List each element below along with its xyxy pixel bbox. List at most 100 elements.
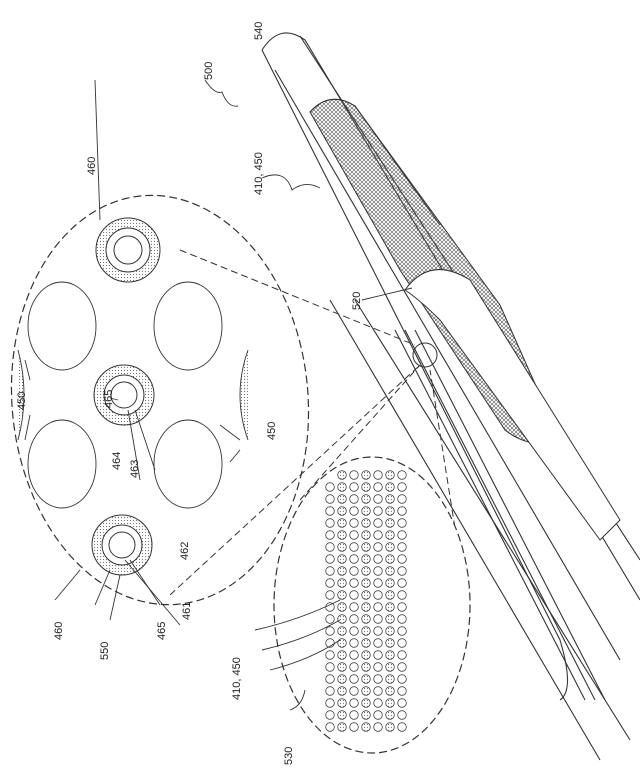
fiber-dot bbox=[350, 615, 359, 624]
cross-section bbox=[0, 183, 325, 617]
fiber-dot bbox=[398, 639, 407, 648]
fiber-dot bbox=[338, 639, 347, 648]
fiber-dot bbox=[338, 471, 347, 480]
label-450-left: 450 bbox=[16, 392, 28, 410]
fiber-dot bbox=[386, 699, 395, 708]
fiber-dot bbox=[374, 531, 383, 540]
fiber-dot bbox=[398, 723, 407, 732]
fiber-dot bbox=[326, 567, 335, 576]
fiber-dot bbox=[398, 555, 407, 564]
label-410-450-bottom: 410, 450 bbox=[231, 657, 243, 700]
fiber-dot bbox=[326, 711, 335, 720]
label-461: 461 bbox=[181, 602, 193, 620]
fiber-dot bbox=[338, 495, 347, 504]
fiber-dot bbox=[326, 555, 335, 564]
fiber-dot bbox=[326, 615, 335, 624]
fiber-dot bbox=[362, 495, 371, 504]
fiber-dot bbox=[326, 699, 335, 708]
fiber-dot bbox=[398, 471, 407, 480]
fiber-dot bbox=[326, 687, 335, 696]
fiber-dot bbox=[362, 651, 371, 660]
fiber-dot bbox=[386, 531, 395, 540]
fiber-dot bbox=[326, 591, 335, 600]
fiber-dot bbox=[350, 543, 359, 552]
fiber-dot bbox=[374, 519, 383, 528]
fiber-dot bbox=[362, 567, 371, 576]
fiber-dot bbox=[374, 627, 383, 636]
fiber-dot bbox=[386, 615, 395, 624]
fiber-dot bbox=[374, 603, 383, 612]
fiber-dot bbox=[326, 723, 335, 732]
fiber-dot bbox=[338, 543, 347, 552]
fiber-dot bbox=[374, 567, 383, 576]
label-530: 530 bbox=[283, 747, 295, 765]
fiber-dot bbox=[350, 687, 359, 696]
fiber-dot bbox=[362, 603, 371, 612]
label-464: 464 bbox=[111, 452, 123, 470]
fiber-dot bbox=[350, 483, 359, 492]
fiber-dot bbox=[326, 603, 335, 612]
ringed-element-bottom bbox=[92, 515, 152, 575]
fiber-dot bbox=[386, 651, 395, 660]
fiber-dot bbox=[398, 711, 407, 720]
label-465-b: 465 bbox=[156, 622, 168, 640]
fiber-dot bbox=[338, 531, 347, 540]
fiber-dot bbox=[398, 483, 407, 492]
fiber-dot bbox=[362, 711, 371, 720]
fiber-dot bbox=[350, 723, 359, 732]
fiber-dot bbox=[386, 687, 395, 696]
fiber-dot bbox=[374, 687, 383, 696]
fiber-dot bbox=[362, 555, 371, 564]
fiber-dot bbox=[350, 639, 359, 648]
fiber-dot bbox=[386, 663, 395, 672]
fiber-dot bbox=[338, 615, 347, 624]
fiber-dot bbox=[374, 675, 383, 684]
fiber-dot bbox=[338, 699, 347, 708]
fiber-dot bbox=[326, 663, 335, 672]
label-410-450-top: 410, 450 bbox=[253, 152, 265, 195]
label-463: 463 bbox=[129, 460, 141, 478]
fiber-dot bbox=[386, 555, 395, 564]
fiber-dot bbox=[362, 591, 371, 600]
fiber-dot bbox=[386, 723, 395, 732]
fiber-dot bbox=[386, 579, 395, 588]
fiber-dot bbox=[326, 507, 335, 516]
fiber-dot bbox=[350, 507, 359, 516]
fiber-dot bbox=[350, 603, 359, 612]
fiber-dot bbox=[374, 507, 383, 516]
fiber-dot bbox=[338, 579, 347, 588]
fiber-dot bbox=[338, 627, 347, 636]
fiber-dot bbox=[338, 651, 347, 660]
label-450-right: 450 bbox=[266, 422, 278, 440]
fiber-dot bbox=[350, 519, 359, 528]
fiber-dot bbox=[326, 531, 335, 540]
fiber-dot bbox=[374, 555, 383, 564]
fiber-dot bbox=[350, 531, 359, 540]
fiber-dot bbox=[338, 687, 347, 696]
fiber-dot bbox=[398, 495, 407, 504]
fiber-dot bbox=[374, 495, 383, 504]
fiber-dot bbox=[350, 579, 359, 588]
fiber-dot bbox=[386, 675, 395, 684]
fiber-dot bbox=[362, 639, 371, 648]
fiber-dot bbox=[374, 591, 383, 600]
fiber-dot bbox=[398, 687, 407, 696]
fiber-dot bbox=[374, 579, 383, 588]
fiber-dot bbox=[374, 471, 383, 480]
fiber-dot bbox=[362, 675, 371, 684]
fiber-dot bbox=[362, 579, 371, 588]
fiber-dot bbox=[362, 543, 371, 552]
fiber-dot bbox=[374, 543, 383, 552]
fiber-dot bbox=[326, 495, 335, 504]
fiber-dot bbox=[362, 723, 371, 732]
label-520: 520 bbox=[351, 292, 363, 310]
fiber-dot bbox=[374, 615, 383, 624]
fiber-callout bbox=[274, 457, 470, 753]
fiber-dot bbox=[350, 663, 359, 672]
fiber-dot bbox=[398, 663, 407, 672]
label-462: 462 bbox=[179, 542, 191, 560]
fiber-dot bbox=[362, 699, 371, 708]
fiber-dot bbox=[362, 663, 371, 672]
fiber-dot bbox=[386, 567, 395, 576]
label-500: 500 bbox=[203, 62, 215, 80]
